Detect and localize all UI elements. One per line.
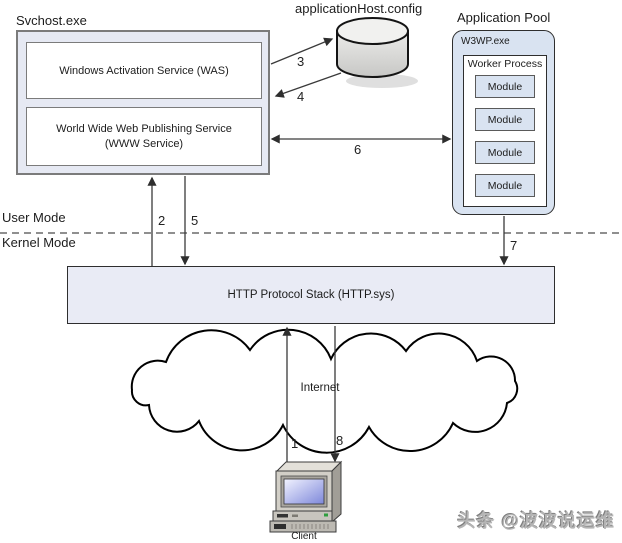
base-slot [277, 514, 288, 518]
was-service-label: Windows Activation Service (WAS) [59, 64, 229, 77]
flow-label-8: 8 [336, 433, 344, 448]
http-protocol-stack-label: HTTP Protocol Stack (HTTP.sys) [227, 289, 395, 301]
arrow-4-line [274, 72, 342, 98]
client-label: Client [291, 531, 317, 542]
flow-label-1: 1 [291, 436, 299, 451]
module-box: Module [475, 174, 535, 197]
keyboard-dark-panel [274, 524, 286, 529]
flow-label-7: 7 [510, 238, 518, 253]
module-box: Module [475, 108, 535, 131]
application-pool-title: Application Pool [457, 10, 551, 25]
watermark-text: 头条 @波波说运维 [457, 511, 615, 531]
power-led [324, 513, 328, 517]
flow-label-4: 4 [297, 89, 305, 104]
arrow-3-line [270, 37, 334, 65]
svchost-title: Svchost.exe [16, 13, 87, 28]
module-box: Module [475, 75, 535, 98]
monitor-right-face [331, 460, 342, 524]
www-service-label-line1: World Wide Web Publishing Service [56, 122, 232, 135]
http-protocol-stack-box: HTTP Protocol Stack (HTTP.sys) [67, 266, 555, 324]
config-database-icon [336, 17, 418, 88]
flow-label-3: 3 [297, 54, 305, 69]
cylinder-top [336, 17, 409, 45]
keyboard [269, 520, 337, 533]
user-mode-label: User Mode [2, 210, 66, 225]
flow-label-2: 2 [158, 213, 166, 228]
worker-process-label: Worker Process [467, 58, 543, 70]
keyboard-ridges [291, 524, 329, 529]
www-service-label-line2: (WWW Service) [104, 137, 184, 150]
base-button [292, 514, 298, 517]
internet-label: Internet [300, 382, 340, 394]
w3wp-process-label: W3WP.exe [461, 36, 510, 47]
flow-label-5: 5 [191, 213, 199, 228]
monitor-top-face [275, 461, 343, 472]
module-box: Module [475, 141, 535, 164]
flow-label-6: 6 [354, 142, 362, 157]
was-service-box: Windows Activation Service (WAS) [26, 42, 262, 99]
kernel-mode-label: Kernel Mode [2, 235, 76, 250]
client-computer-icon [269, 460, 343, 533]
www-service-box: World Wide Web Publishing Service (WWW S… [26, 107, 262, 166]
monitor-screen [283, 478, 325, 505]
config-store-label: applicationHost.config [295, 1, 423, 16]
internet-cloud [130, 328, 519, 454]
